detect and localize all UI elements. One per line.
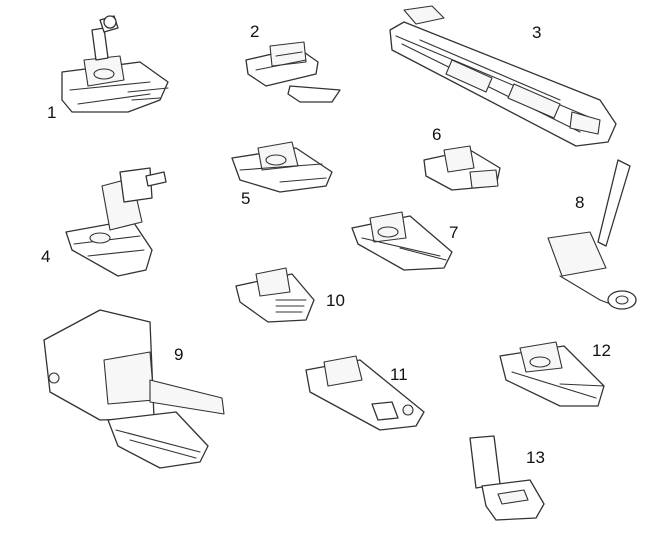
label-1: 1 — [47, 103, 57, 122]
presser-foot-11-icon — [305, 355, 425, 431]
label-10: 10 — [326, 291, 345, 310]
label-5: 5 — [241, 189, 251, 208]
presser-foot-8-icon — [547, 159, 637, 310]
label-3: 3 — [532, 23, 542, 42]
presser-foot-10-icon — [235, 267, 315, 323]
label-4: 4 — [41, 247, 51, 266]
buttonhole-foot-3-icon — [389, 5, 617, 147]
label-12: 12 — [592, 341, 611, 360]
presser-foot-4-icon — [65, 167, 167, 277]
presser-foot-7-icon — [351, 211, 453, 271]
presser-foot-6-icon — [423, 145, 501, 191]
label-9: 9 — [174, 345, 184, 364]
presser-foot-12-icon — [499, 341, 605, 407]
label-8: 8 — [575, 193, 585, 212]
label-6: 6 — [432, 125, 442, 144]
presser-foot-5-icon — [231, 141, 333, 193]
presser-foot-13-icon — [469, 435, 545, 521]
walking-foot-9-icon — [43, 309, 225, 469]
label-7: 7 — [449, 223, 459, 242]
presser-foot-2-icon — [245, 41, 341, 103]
label-13: 13 — [526, 448, 545, 467]
label-2: 2 — [250, 22, 260, 41]
label-11: 11 — [390, 365, 408, 384]
presser-foot-1-icon — [61, 15, 169, 113]
